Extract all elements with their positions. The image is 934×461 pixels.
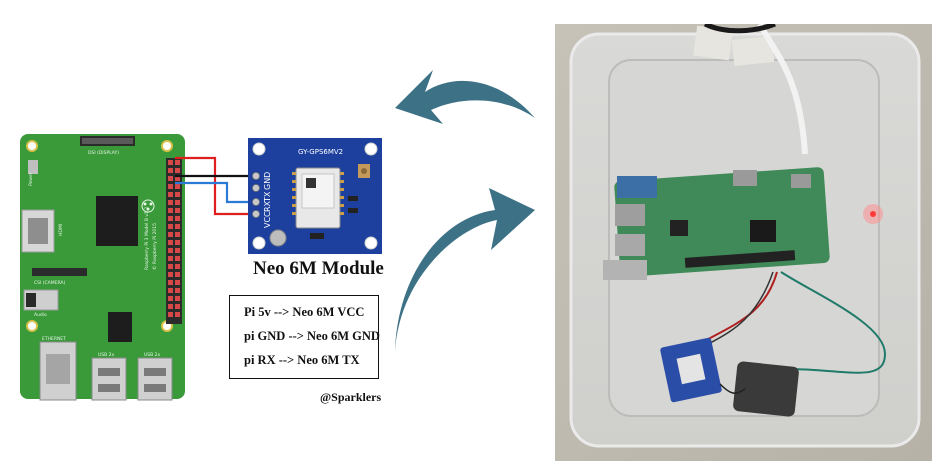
pin-label-vcc: VCC bbox=[263, 211, 272, 228]
wiring-instructions-box: Pi 5v --> Neo 6M VCC pi GND --> Neo 6M G… bbox=[229, 295, 380, 379]
wiring-line-tx: pi RX --> Neo 6M TX bbox=[244, 353, 360, 367]
wiring-cables bbox=[175, 156, 253, 216]
hardware-photo bbox=[555, 24, 932, 461]
audio-label: Audio bbox=[34, 312, 47, 318]
red-wire-5v bbox=[175, 156, 253, 216]
ethernet-label: ETHERNET bbox=[42, 336, 66, 342]
credit-label: @Sparklers bbox=[320, 390, 382, 404]
power-label: Power bbox=[28, 172, 34, 186]
wiring-line-gnd: pi GND --> Neo 6M GND bbox=[244, 329, 380, 343]
curved-arrows bbox=[395, 70, 535, 352]
pin-label-gnd: GND bbox=[263, 172, 272, 190]
module-title: Neo 6M Module bbox=[253, 258, 384, 279]
pin-label-tx: TX bbox=[263, 191, 272, 203]
usb-label-a: USB 2x bbox=[98, 352, 115, 358]
pin-label-rx: RX bbox=[263, 200, 272, 212]
raspberry-pi-board: DSI (DISPLAY) Power HDMI CSI (CAMERA) Au… bbox=[20, 134, 185, 401]
raspberry-logo-icon bbox=[141, 199, 155, 213]
arrow-right-icon bbox=[395, 188, 535, 352]
dsi-label: DSI (DISPLAY) bbox=[88, 150, 119, 156]
csi-label: CSI (CAMERA) bbox=[34, 280, 65, 286]
blue-wire-rx bbox=[175, 181, 253, 204]
wiring-line-vcc: Pi 5v --> Neo 6M VCC bbox=[244, 305, 365, 319]
hdmi-label: HDMI bbox=[58, 224, 64, 236]
model-label: Raspberry Pi 3 Model B v1.2 bbox=[144, 207, 150, 270]
arrow-left-icon bbox=[395, 70, 535, 124]
copyright-label: © Raspberry Pi 2015 bbox=[151, 223, 158, 270]
usb-label-b: USB 2x bbox=[144, 352, 161, 358]
gps-board-label: GY-GPS6MV2 bbox=[298, 148, 343, 156]
gps-module-board: GY-GPS6MV2 GND TX RX VCC bbox=[248, 138, 382, 254]
